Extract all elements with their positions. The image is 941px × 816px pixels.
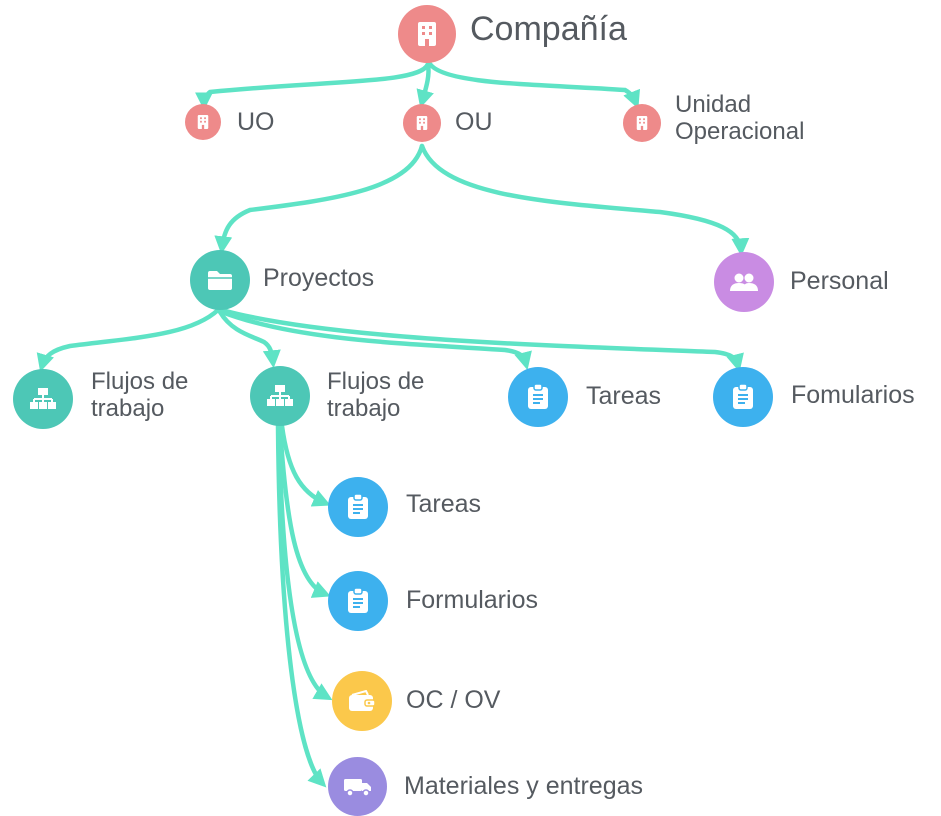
edge-ou-personal xyxy=(419,143,750,257)
edge-proyectos-flujos1 xyxy=(36,307,221,373)
company-label: Compañía xyxy=(470,10,627,48)
formularios-1-label: Fomularios xyxy=(791,381,915,409)
materiales-label: Materiales y entregas xyxy=(404,772,644,800)
unidad-label-line2: Operacional xyxy=(675,117,805,145)
people-icon xyxy=(714,252,774,312)
uo-label: UO xyxy=(237,108,275,136)
sitemap-icon xyxy=(250,366,310,426)
edge-flujos2-tareas2 xyxy=(279,423,331,507)
unidad-label: Unidad Operacional xyxy=(675,91,805,146)
building-icon xyxy=(185,104,221,140)
tareas-1-label: Tareas xyxy=(586,382,662,410)
edge-flujos2-ocov xyxy=(276,423,333,701)
formularios-2-label: Formularios xyxy=(406,586,538,614)
edge-proyectos-flujos2 xyxy=(217,309,281,369)
flujos-2-label-line1: Flujos de xyxy=(327,368,425,395)
clipboard-icon xyxy=(713,367,773,427)
edge-company-unidad xyxy=(427,61,641,109)
building-icon xyxy=(398,5,456,63)
edge-ou-proyectos xyxy=(214,143,425,255)
flujos-1-label: Flujos de trabajo xyxy=(91,368,189,423)
folder-icon xyxy=(190,250,250,310)
truck-icon xyxy=(328,757,387,816)
edge-proyectos-formularios1 xyxy=(219,307,744,373)
ou-label: OU xyxy=(455,108,493,136)
wallet-icon xyxy=(332,671,392,731)
building-icon xyxy=(623,104,661,142)
personal-label: Personal xyxy=(790,267,889,295)
edge-flujos2-materiales xyxy=(275,423,327,788)
flujos-2-label-line2: trabajo xyxy=(327,394,401,422)
flujos-1-label-line1: Flujos de xyxy=(91,368,189,395)
tareas-2-label: Tareas xyxy=(406,490,482,518)
clipboard-icon xyxy=(508,367,568,427)
flujos-1-label-line2: trabajo xyxy=(91,394,165,422)
clipboard-icon xyxy=(328,571,388,631)
edge-flujos2-formularios2 xyxy=(277,423,331,598)
edge-company-uo xyxy=(195,61,431,111)
flujos-2-label: Flujos de trabajo xyxy=(327,368,425,423)
edge-company-ou xyxy=(416,61,434,109)
building-icon xyxy=(403,104,441,142)
clipboard-icon xyxy=(328,477,388,537)
unidad-label-line1: Unidad xyxy=(675,91,752,118)
proyectos-label: Proyectos xyxy=(263,264,375,292)
edge-proyectos-tareas1 xyxy=(219,309,532,371)
sitemap-icon xyxy=(13,369,73,429)
oc-ov-label: OC / OV xyxy=(406,686,501,714)
